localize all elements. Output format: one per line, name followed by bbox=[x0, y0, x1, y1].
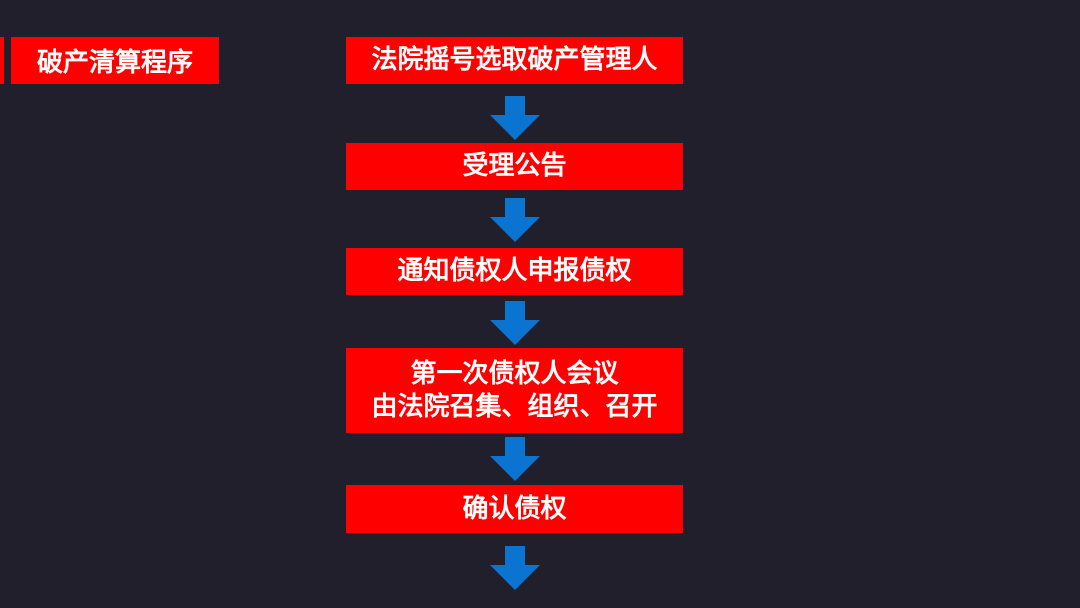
flow-step-text: 受理公告 bbox=[462, 151, 567, 181]
accent-bar bbox=[0, 37, 4, 84]
flow-step-court-selects-administrator: 法院摇号选取破产管理人 bbox=[346, 37, 683, 84]
down-arrow-icon bbox=[490, 198, 540, 242]
flow-step-text: 确认债权 bbox=[462, 493, 567, 524]
flow-step-first-creditors-meeting: 第一次债权人会议 由法院召集、组织、召开 bbox=[346, 348, 683, 433]
flow-step-confirm-claims: 确认债权 bbox=[346, 485, 683, 533]
flow-step-text: 通知债权人申报债权 bbox=[397, 256, 632, 286]
section-title: 破产清算程序 bbox=[11, 37, 219, 84]
flow-step-notify-creditors: 通知债权人申报债权 bbox=[346, 248, 683, 295]
section-title-text: 破产清算程序 bbox=[36, 48, 193, 78]
flow-step-text-line-2: 由法院召集、组织、召开 bbox=[371, 391, 658, 422]
down-arrow-icon bbox=[490, 546, 540, 590]
flow-step-text-line-1: 第一次债权人会议 bbox=[410, 358, 619, 389]
down-arrow-icon bbox=[490, 96, 540, 140]
down-arrow-icon bbox=[490, 301, 540, 345]
down-arrow-icon bbox=[490, 437, 540, 481]
flow-step-acceptance-notice: 受理公告 bbox=[346, 143, 683, 190]
flow-step-text: 法院摇号选取破产管理人 bbox=[371, 45, 658, 75]
